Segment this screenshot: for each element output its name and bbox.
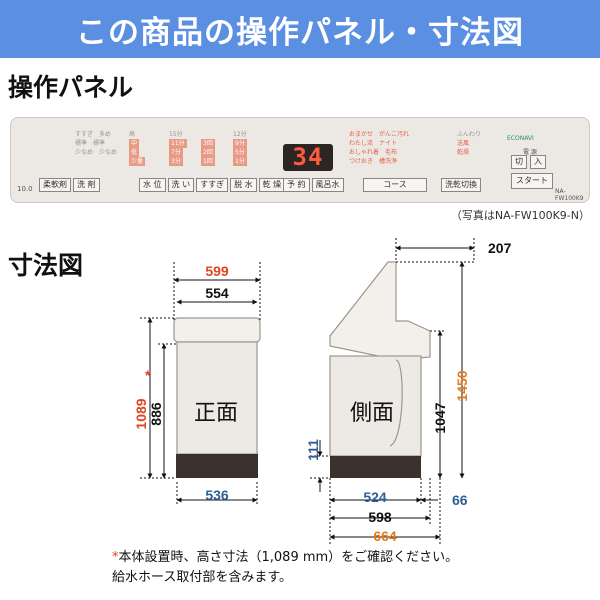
- side-base-shape: [330, 456, 421, 478]
- power-on-button[interactable]: 入: [530, 155, 546, 169]
- rinse-button[interactable]: すすぎ: [196, 178, 229, 192]
- wash-value-4: 3分: [169, 157, 183, 166]
- power-off-button[interactable]: 切: [511, 155, 527, 169]
- side-dim-lines: [310, 238, 475, 544]
- spin-value-2: 9分: [233, 139, 247, 148]
- panel-heading: 操作パネル: [8, 73, 134, 102]
- side-hose-shape: [389, 359, 403, 447]
- wash-value-1: 15分: [169, 131, 183, 138]
- dim-side-bottom-offset: 66: [452, 492, 468, 508]
- dim-side-bottom-mid: 598: [368, 509, 392, 525]
- spin-value-3: 5分: [233, 148, 247, 157]
- rinse-value-3: 1回: [201, 157, 215, 166]
- water-level-4: 少量: [129, 157, 146, 166]
- side-lid-open-shape: [329, 261, 431, 361]
- panel-model-label: NA-FW100K9: [555, 188, 584, 202]
- side-body-shape: [329, 355, 422, 457]
- footnote-mark: *: [112, 550, 119, 565]
- detergent-button[interactable]: 洗 剤: [73, 178, 100, 192]
- photo-caption: （写真はNA-FW100K9-N）: [450, 209, 590, 222]
- dry-switch-button[interactable]: 洗乾切換: [441, 178, 481, 192]
- dimension-diagram: 正面 599 554 536 1089 * 886 側面: [133, 238, 512, 544]
- wash-value-2: 11分: [169, 139, 187, 148]
- panel-buttons-mid: 水 位 洗 い すすぎ 脱 水 乾 燥: [139, 178, 287, 192]
- panel-water-level-lamps: 高 中 低 少量: [129, 130, 146, 166]
- dim-side-base: 111: [305, 439, 321, 461]
- dim-front-height: 886: [148, 402, 164, 426]
- course-button[interactable]: コース: [363, 178, 427, 192]
- dry-button[interactable]: 乾 燥: [258, 178, 286, 192]
- front-view: 正面: [173, 317, 261, 478]
- softener-button[interactable]: 柔軟剤: [39, 178, 71, 192]
- rinse-value-1: 3回: [201, 139, 215, 148]
- panel-lamp-labels-left: すすぎ 多め標準 標準少なめ 少なめ: [75, 131, 118, 156]
- panel-buttons-left: 柔軟剤 洗 剤: [39, 178, 102, 192]
- spin-button[interactable]: 脱 水: [230, 178, 257, 192]
- front-view-label: 正面: [194, 401, 238, 426]
- water-level-3: 低: [129, 148, 140, 157]
- panel-course-lamps: おまかせ がんこ汚れわたし流 ナイトおしゃれ着 毛布つけおき 槽洗浄: [349, 131, 410, 165]
- footnote: *本体設置時、高さ寸法（1,089 mm）をご確認ください。 給水ホース取付部を…: [112, 548, 458, 588]
- wash-button[interactable]: 洗 い: [167, 178, 195, 192]
- rinse-value-2: 2回: [201, 148, 215, 157]
- dim-side-bottom-inner: 524: [363, 489, 387, 505]
- panel-switch-button-row: 洗乾切換: [441, 178, 483, 192]
- econavi-logo: ECONAVI: [507, 135, 534, 142]
- side-view: 側面: [329, 261, 431, 478]
- power-label: 電 源: [523, 149, 537, 156]
- water-level-1: 高: [129, 131, 136, 138]
- dim-front-top-outer: 599: [205, 263, 229, 279]
- start-button[interactable]: スタート: [511, 173, 553, 189]
- footnote-line-2: 給水ホース取付部を含みます。: [112, 570, 293, 585]
- dim-front-height-install: 1089: [133, 398, 149, 429]
- dim-side-height: 1047: [432, 402, 448, 433]
- timer-button[interactable]: 予 約: [283, 178, 310, 192]
- dim-side-height-total: 1450: [454, 370, 470, 401]
- time-display: 34: [283, 144, 333, 171]
- front-lid-shape: [173, 317, 261, 343]
- spin-value-1: 12分: [233, 131, 247, 138]
- dims-heading: 寸法図: [8, 251, 84, 280]
- title-banner: この商品の操作パネル・寸法図: [0, 0, 600, 58]
- control-panel-photo: すすぎ 多め標準 標準少なめ 少なめ 高 中 低 少量 15分 11分 7分 3…: [10, 117, 590, 203]
- page-title: この商品の操作パネル・寸法図: [76, 14, 524, 51]
- dim-front-bottom: 536: [205, 487, 229, 503]
- panel-buttons-right: 予 約 風呂水: [283, 178, 346, 192]
- front-dim-lines: [140, 262, 261, 506]
- wash-value-3: 7分: [169, 148, 183, 157]
- dim-front-height-install-mark: *: [145, 367, 151, 383]
- dim-front-top-inner: 554: [205, 285, 229, 301]
- water-level-button[interactable]: 水 位: [139, 178, 166, 192]
- water-level-2: 中: [129, 139, 140, 148]
- front-base-shape: [176, 454, 258, 478]
- spin-value-4: 1分: [233, 157, 247, 166]
- front-body-shape: [176, 341, 258, 455]
- dim-side-top: 207: [488, 240, 512, 256]
- capacity-label: 10.0: [17, 185, 33, 193]
- footnote-line-1: 本体設置時、高さ寸法（1,089 mm）をご確認ください。: [118, 550, 459, 565]
- panel-wash-lamps: 15分 11分 7分 3分: [169, 130, 187, 166]
- side-view-label: 側面: [350, 401, 394, 426]
- bath-water-button[interactable]: 風呂水: [311, 178, 344, 192]
- panel-rinse-lamps: 3回 2回 1回: [201, 130, 215, 166]
- dim-side-bottom-outer: 664: [373, 528, 397, 544]
- panel-spin-lamps: 12分 9分 5分 1分: [233, 130, 247, 166]
- panel-dry-lamps: ふんわり送風乾燥: [457, 131, 482, 156]
- panel-course-button-row: コース: [363, 178, 429, 192]
